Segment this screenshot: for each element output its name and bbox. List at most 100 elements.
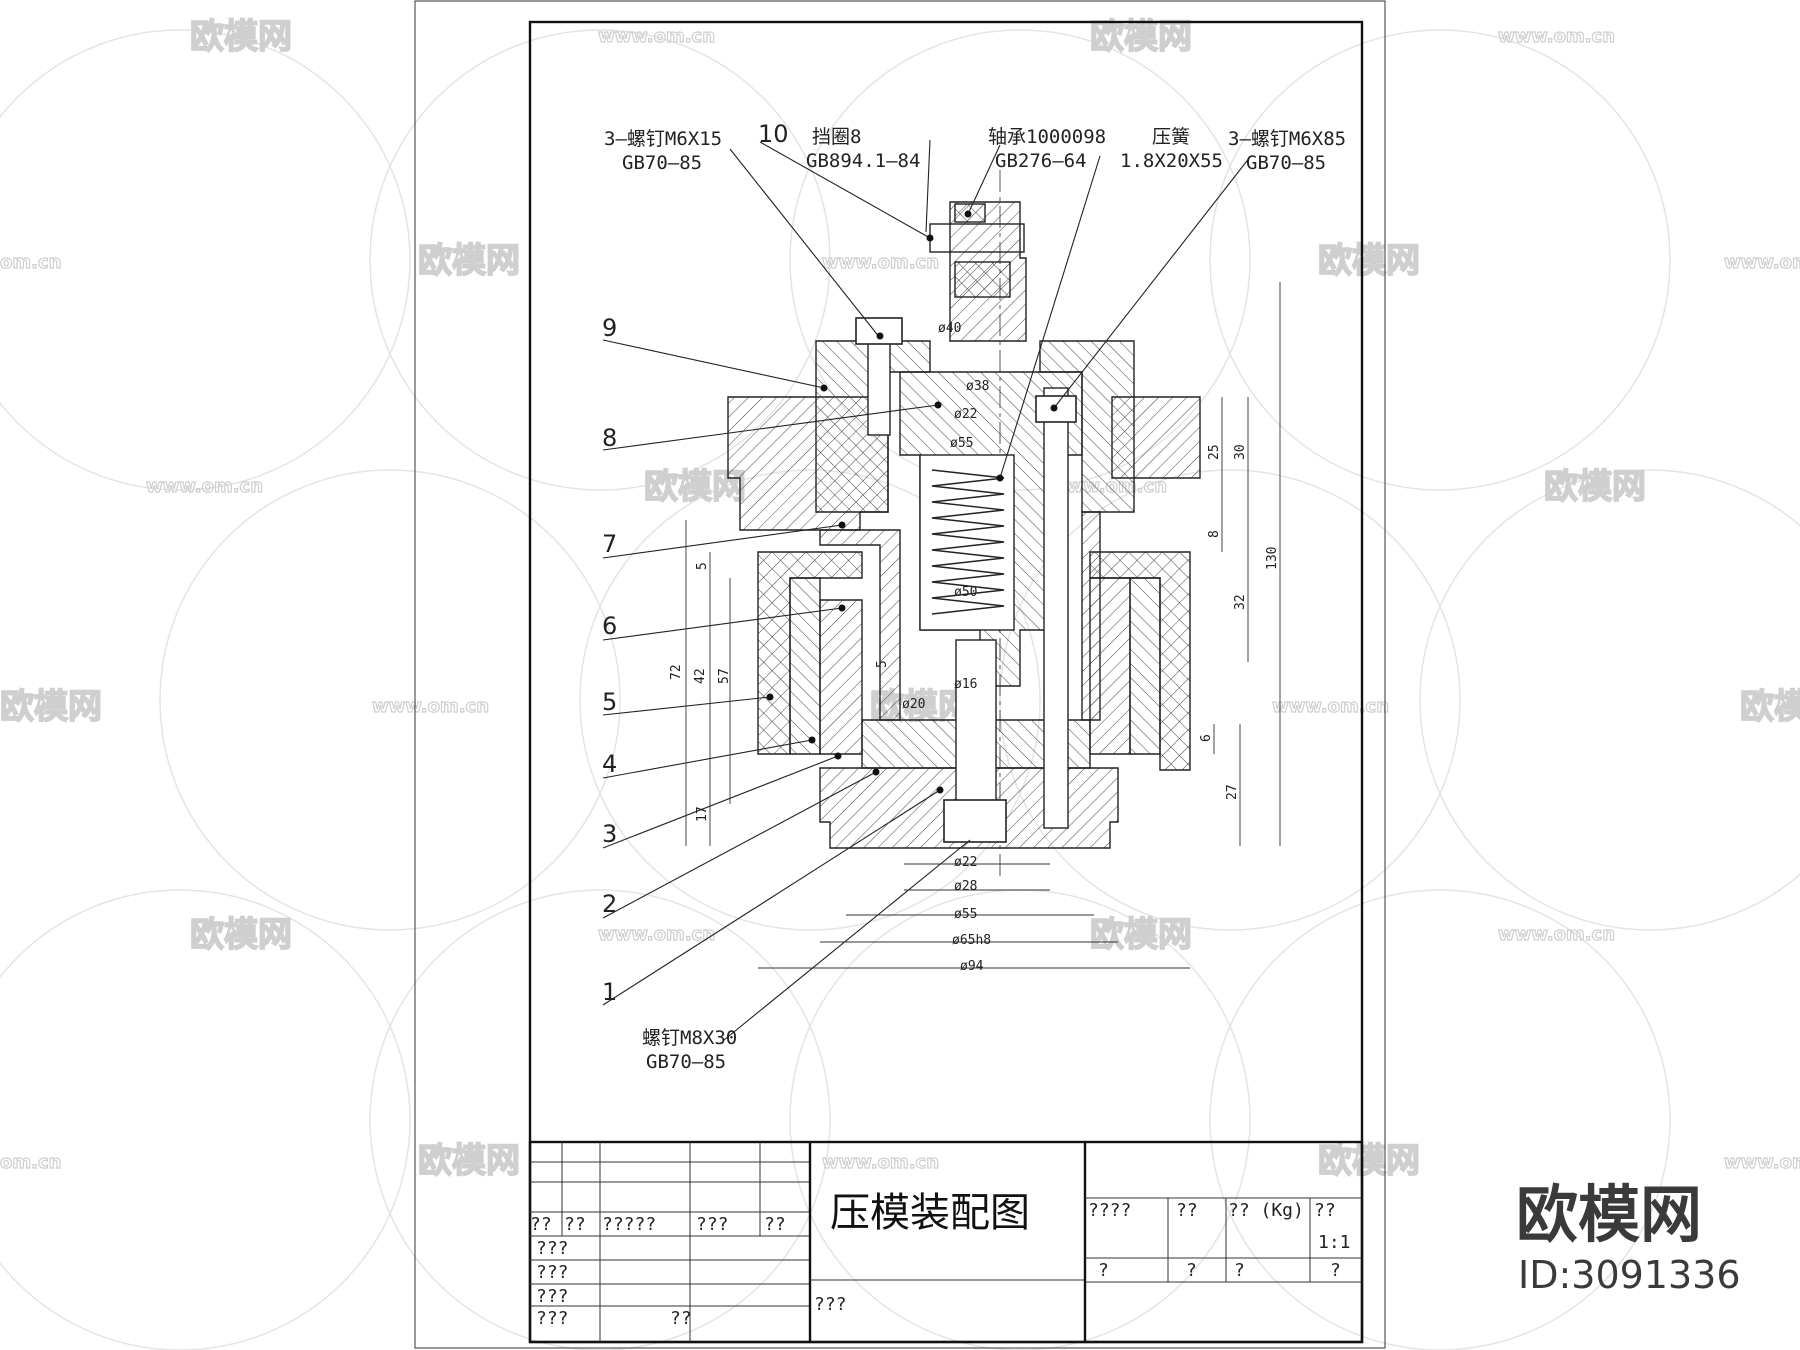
dim-diameter: ø94 <box>960 959 984 974</box>
dimension-lines <box>685 282 1281 969</box>
sheet-outer-border <box>414 0 1386 1349</box>
title-block: 压模装配图 ?? ?? ????? ??? ?? ??? ??? ??? ???… <box>528 1140 1364 1344</box>
wm-brand: 欧模网 <box>0 687 102 727</box>
tb-right-header: ?? (Kg) <box>1228 1200 1304 1221</box>
brand-id: ID:3091336 <box>1518 1253 1741 1297</box>
part-number: 5 <box>602 688 617 716</box>
dims-left: 5 72 42 57 17 5 <box>669 562 890 822</box>
tb-right-header: ???? <box>1088 1200 1131 1221</box>
dim-length: 32 <box>1233 594 1248 610</box>
dims-right: 25 30 8 130 32 6 27 <box>1199 444 1280 800</box>
tb-row-extra: ?? <box>670 1308 692 1329</box>
part-number: 2 <box>602 890 617 918</box>
tb-row-label: ??? <box>536 1238 569 1259</box>
dim-length: 27 <box>1225 784 1240 800</box>
wm-url: www.om.cn <box>1272 696 1389 717</box>
callout-screw-m6x15-std: GB70—85 <box>622 152 702 174</box>
tb-right-header: ?? <box>1176 1200 1198 1221</box>
part-number: 1 <box>602 978 617 1006</box>
tb-sheet-cell: ? <box>1234 1260 1245 1281</box>
sheet-inner-border <box>528 20 1364 1344</box>
wm-url: www.om.cn <box>1498 924 1615 945</box>
part-number: 7 <box>602 530 617 558</box>
screw-m6x15 <box>867 334 891 436</box>
screw-m6x15-head <box>855 317 903 345</box>
dim-length: 6 <box>1199 734 1214 742</box>
wm-brand: 欧模网 <box>190 17 292 57</box>
dim-diameter: ø28 <box>954 879 977 894</box>
tb-right-header: ?? <box>1314 1200 1336 1221</box>
screw-m8 <box>955 639 997 811</box>
tb-row-label: ??? <box>536 1308 569 1329</box>
tb-header-cell: ?? <box>564 1214 586 1235</box>
wm-url: www.om.cn <box>372 696 489 717</box>
dim-diameter: ø22 <box>954 407 977 422</box>
tb-scale: 1:1 <box>1318 1232 1351 1253</box>
part-number: 6 <box>602 612 617 640</box>
callout-screw-m8x30: 螺钉M8X30 <box>642 1027 737 1049</box>
tb-sheet-cell: ? <box>1330 1260 1341 1281</box>
wm-brand: 欧模网 <box>1740 687 1800 727</box>
dim-length: 130 <box>1265 547 1280 570</box>
wm-url: www.om.cn <box>1724 1152 1800 1173</box>
dim-length: 25 <box>1207 444 1222 460</box>
dim-diameter: ø55 <box>954 907 977 922</box>
wm-url: www.om.cn <box>1498 26 1615 47</box>
part-4-inner-ring-left <box>789 577 821 755</box>
dim-diameter: ø65h8 <box>952 933 991 948</box>
wm-url: om.cn <box>0 1152 61 1173</box>
dim-diameter: ø22 <box>954 855 977 870</box>
bearing <box>954 261 1011 298</box>
dim-length: 8 <box>1207 530 1222 538</box>
part-6-die-right <box>1089 577 1131 755</box>
callout-spring: 压簧 <box>1152 126 1190 148</box>
tb-header-cell: ??? <box>696 1214 729 1235</box>
wm-url: www.om.cn <box>598 26 715 47</box>
wm-brand: 欧模网 <box>418 1141 520 1181</box>
wm-url: www.om.cn <box>146 476 263 497</box>
part-number: 4 <box>602 750 617 778</box>
tb-sheet-cell: ? <box>1186 1260 1197 1281</box>
dim-length: 5 <box>695 562 710 570</box>
diameter-labels: ø40 ø38 ø22 ø55 ø50 ø16 ø20 ø22 ø28 ø55 … <box>902 321 991 974</box>
dim-length: 42 <box>693 668 708 684</box>
wm-brand: 欧模网 <box>190 915 292 955</box>
part-6-die-left <box>819 599 863 755</box>
part-number: 3 <box>602 820 617 848</box>
part-number: 8 <box>602 424 617 452</box>
tb-header-cell: ????? <box>602 1214 656 1235</box>
screw-m6x85 <box>1043 387 1069 829</box>
wm-brand: 欧模网 <box>1318 241 1420 281</box>
tb-row-label: ??? <box>536 1262 569 1283</box>
dim-diameter: ø55 <box>950 436 973 451</box>
leader-lines <box>602 139 1251 1041</box>
wm-url: www.om.cn <box>822 1152 939 1173</box>
wm-brand: 欧模网 <box>418 241 520 281</box>
dim-length: 30 <box>1233 444 1248 460</box>
callout-screw-m8x30-std: GB70—85 <box>646 1051 726 1073</box>
callout-retaining-ring-std: GB894.1—84 <box>806 150 920 172</box>
wm-url: www.om.cn <box>1724 252 1800 273</box>
wm-url: om.cn <box>0 252 61 273</box>
dim-diameter: ø38 <box>966 379 989 394</box>
wm-brand: 欧模网 <box>1318 1141 1420 1181</box>
part-4-inner-ring-right <box>1129 577 1161 755</box>
callout-screw-m6x85: 3—螺钉M6X85 <box>1228 128 1346 150</box>
wm-url: www.om.cn <box>822 252 939 273</box>
part-numbers: 10 9 8 7 6 5 4 3 2 1 <box>602 120 789 1006</box>
screw-m8-head <box>943 799 1007 843</box>
wm-brand: 欧模网 <box>1090 915 1192 955</box>
dim-length: 72 <box>669 664 684 680</box>
dim-length: 5 <box>875 660 890 668</box>
part-number: 10 <box>758 120 789 148</box>
tb-header-cell: ?? <box>530 1214 552 1235</box>
drawing-title: 压模装配图 <box>830 1190 1030 1236</box>
tb-row-label: ??? <box>536 1286 569 1307</box>
wm-brand: 欧模网 <box>1544 467 1646 507</box>
callout-screw-m6x15: 3—螺钉M6X15 <box>604 128 722 150</box>
dim-diameter: ø16 <box>954 677 977 692</box>
leader-dots <box>766 210 1058 794</box>
tb-header-cell: ?? <box>764 1214 786 1235</box>
wm-url: www.om.cn <box>598 924 715 945</box>
